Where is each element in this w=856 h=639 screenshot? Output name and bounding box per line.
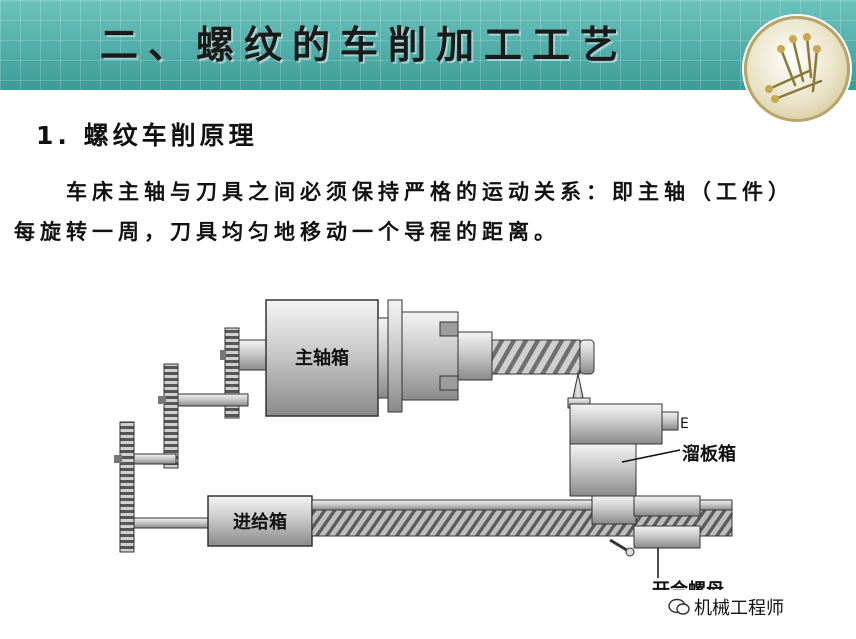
feed-box-label: 进给箱	[233, 511, 287, 533]
spindle-gear-shaft	[238, 339, 270, 371]
watermark-text: 机械工程师	[694, 598, 784, 619]
screws-logo-image	[744, 16, 850, 122]
spindle-box-label: 主轴箱	[295, 347, 349, 369]
screws-icon	[765, 33, 823, 103]
half-nut-upper-jaw	[633, 495, 701, 517]
half-nut-upper	[591, 495, 637, 525]
feed-input-shaft	[133, 517, 211, 529]
tool-holder	[569, 403, 663, 445]
title-banner: 二、螺纹的车削加工工艺	[0, 0, 856, 90]
workpiece-thread	[491, 339, 581, 375]
handle-mark: E	[680, 416, 689, 432]
watermark: 机械工程师	[668, 594, 784, 620]
apron-box	[569, 443, 637, 497]
gear-train	[114, 327, 270, 553]
change-gear	[119, 421, 135, 553]
change-gear-shaft	[133, 453, 177, 465]
cross-slide-handle	[661, 411, 679, 431]
spindle-box	[265, 299, 379, 417]
lathe-diagram: 主轴箱 E 溜板箱 进给箱 开合螺母	[114, 299, 736, 590]
half-nut-lower-jaw	[633, 525, 701, 549]
section-heading: 1. 螺纹车削原理	[36, 121, 258, 150]
chuck-flange	[387, 299, 403, 413]
feed-box	[207, 495, 313, 547]
apron-pointer	[621, 449, 681, 463]
feed-rod	[311, 499, 733, 511]
principle-paragraph: 车床主轴与刀具之间必须保持严格的运动关系：即主轴（工件）每旋转一周，刀具均匀地移…	[14, 180, 794, 244]
half-nut-label: 开合螺母	[652, 579, 724, 590]
wechat-icon	[668, 598, 690, 615]
apron-label: 溜板箱	[682, 443, 736, 465]
chuck-jaws	[457, 331, 493, 381]
workpiece-end	[579, 339, 595, 375]
intermediate-shaft	[177, 393, 249, 407]
slide-title: 二、螺纹的车削加工工艺	[100, 23, 629, 67]
intermediate-gear	[163, 363, 179, 469]
